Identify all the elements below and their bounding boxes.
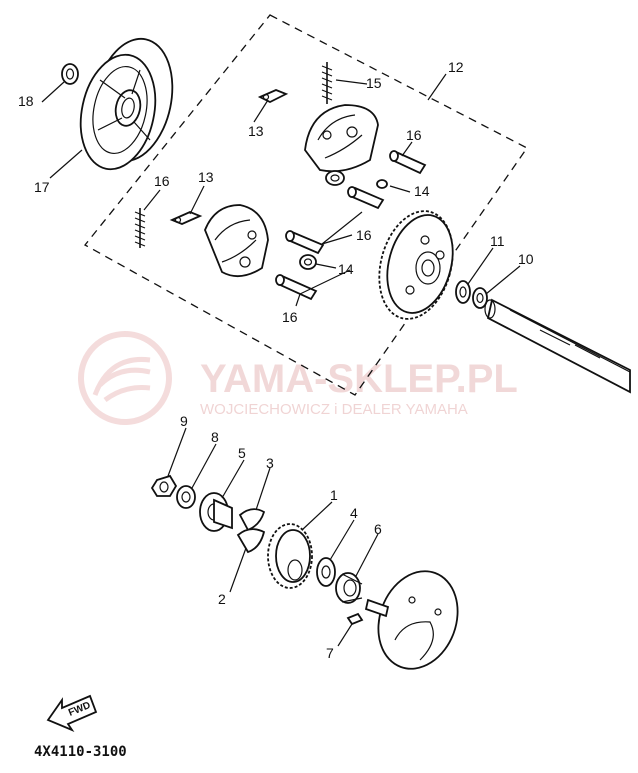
clip-7: [346, 612, 364, 626]
pin-16-mid: [347, 186, 385, 210]
crankshaft: [484, 298, 631, 394]
callout-1: 1: [330, 487, 338, 503]
pin-16-left: [285, 230, 325, 255]
spring-15-upper: [321, 62, 333, 104]
callout-13-upper: 13: [248, 123, 264, 139]
callout-6: 6: [374, 521, 382, 537]
callout-17: 17: [34, 179, 50, 195]
washer-10: [472, 287, 488, 309]
roller-14-lower: [299, 254, 317, 270]
clutch-shoe-lower: [204, 204, 269, 278]
callout-18: 18: [18, 93, 34, 109]
roller-14-upper: [325, 170, 388, 189]
hub-5: [199, 492, 233, 532]
pin-16-upper: [389, 150, 427, 175]
callout-8: 8: [211, 429, 219, 445]
callout-10: 10: [518, 251, 534, 267]
callouts: 18 17 12 15 13 16 14 16 13 16 14 16 11 1…: [18, 59, 534, 661]
callout-16-mid: 16: [356, 227, 372, 243]
callout-9: 9: [180, 413, 188, 429]
watermark-subtitle: WOJCIECHOWICZ i DEALER YAMAHA: [200, 401, 468, 418]
callout-16-lower: 16: [282, 309, 298, 325]
callout-15-lower: 16: [154, 173, 170, 189]
clutch-housing-17: [79, 37, 174, 171]
part-code: 4X4110-3100: [34, 744, 127, 760]
callout-2: 2: [218, 591, 226, 607]
bushing-6: [335, 572, 363, 604]
watermark-brand: YAMA-SKLEP.PL: [200, 357, 518, 401]
callout-13-lower: 13: [198, 169, 214, 185]
callout-16-upper: 16: [406, 127, 422, 143]
fwd-arrow: FWD: [46, 694, 98, 732]
assembly-boundary: [84, 14, 528, 396]
leader-lines: [41, 73, 521, 647]
callout-5: 5: [238, 445, 246, 461]
primary-gear-plate: [378, 210, 454, 320]
washer-11: [455, 280, 471, 304]
nut-9: [150, 474, 178, 497]
gear-1: [267, 523, 313, 589]
watermark: YAMA-SKLEP.PL WOJCIECHOWICZ i DEALER YAM…: [78, 331, 518, 425]
spring-15-lower: [134, 208, 146, 248]
nut-18: [61, 63, 79, 85]
callout-7: 7: [326, 645, 334, 661]
callout-12: 12: [448, 59, 464, 75]
callout-3: 3: [266, 455, 274, 471]
bracket-13-upper: [257, 89, 289, 104]
callout-14-lower: 14: [338, 261, 354, 277]
callout-11: 11: [490, 233, 505, 249]
washer-8: [176, 485, 196, 509]
bracket-13-lower: [169, 211, 203, 225]
collar-3-2: [236, 508, 266, 554]
callout-4: 4: [350, 505, 358, 521]
washer-4: [316, 557, 336, 587]
drive-plate: [364, 570, 459, 670]
callout-14-upper: 14: [414, 183, 430, 199]
callout-15-upper: 15: [366, 75, 382, 91]
clutch-shoe-upper: [304, 104, 379, 173]
pin-16-bottom: [275, 274, 318, 301]
